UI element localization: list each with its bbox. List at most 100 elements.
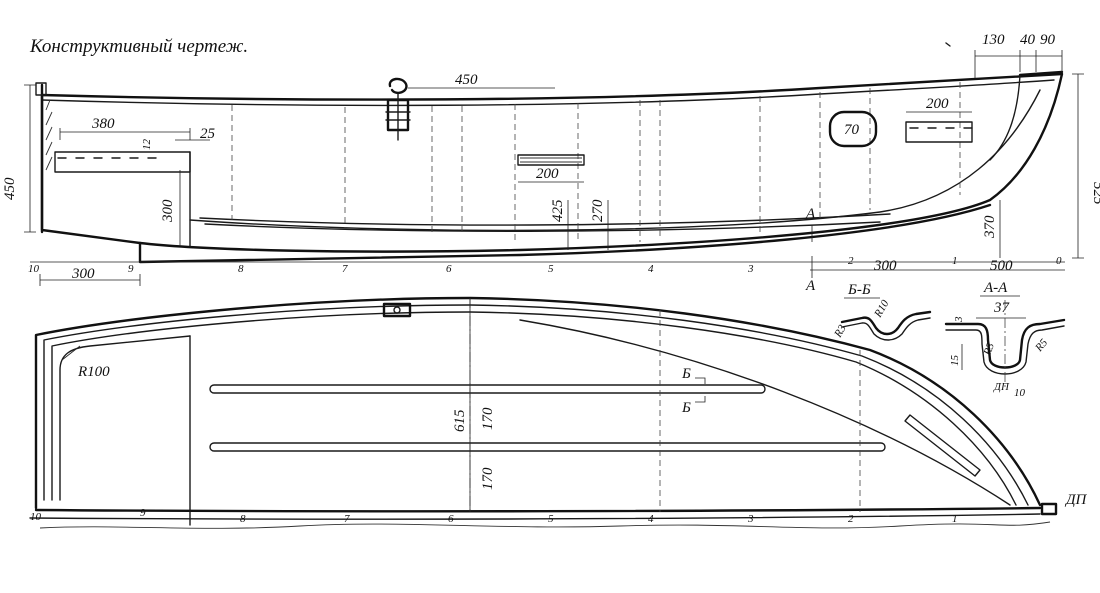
plan-dp-label: ДП bbox=[1064, 492, 1088, 508]
station-8-plan: 8 bbox=[240, 513, 246, 525]
dim-270: 270 bbox=[590, 199, 606, 222]
dim-300-bottom-right: 300 bbox=[873, 258, 897, 274]
stem-inner bbox=[989, 74, 1021, 161]
bow-locker-70 bbox=[828, 110, 878, 148]
section-bb-r10: R10 bbox=[872, 298, 892, 321]
dim-200-mid: 200 bbox=[536, 166, 559, 182]
mid-hatch-lines bbox=[520, 157, 582, 163]
plan-stem-tip bbox=[1040, 502, 1058, 516]
dim-615: 615 bbox=[452, 409, 468, 432]
station-0-side: 0 bbox=[1056, 255, 1062, 267]
spray-rail-lower bbox=[204, 221, 881, 232]
stern-seat bbox=[54, 151, 191, 173]
mid-hatch bbox=[517, 154, 585, 166]
sheer-inner-line bbox=[41, 79, 1055, 107]
ink-mark bbox=[945, 42, 951, 47]
station-1-side: 1 bbox=[952, 255, 958, 267]
station-10-plan: 10 bbox=[30, 511, 42, 523]
section-aa: А-А 37 3 R3 R5 15 ДП 10 bbox=[944, 280, 1066, 399]
plan-view: R100 615 170 170 Б Б ДП 10 9 8 7 6 5 4 3… bbox=[29, 296, 1088, 529]
dim-line-425-270 bbox=[567, 200, 609, 250]
dim-130: 130 bbox=[982, 32, 1005, 48]
station-2-side: 2 bbox=[848, 255, 854, 267]
station-3-side: 3 bbox=[747, 263, 754, 275]
section-aa-r3: R3 bbox=[981, 341, 997, 358]
plan-hull-outline bbox=[34, 296, 1042, 510]
station-7-side: 7 bbox=[342, 263, 348, 275]
bow-stiffener bbox=[904, 414, 981, 477]
dim-line-300-bl bbox=[39, 274, 141, 286]
stiffener-lower bbox=[209, 442, 886, 452]
section-mark-a-top: А bbox=[805, 206, 816, 222]
stem-top bbox=[1018, 70, 1064, 77]
side-frames bbox=[231, 82, 961, 242]
plan-keel-edge bbox=[29, 513, 1041, 520]
plan-centerline bbox=[34, 506, 1042, 513]
section-aa-3: 3 bbox=[953, 316, 965, 323]
stiffener-upper bbox=[209, 384, 766, 394]
section-aa-37: 37 bbox=[993, 300, 1011, 316]
section-mark-a-bottom: А bbox=[805, 278, 816, 294]
dim-line-stem bbox=[974, 50, 1063, 78]
dim-line-450-left bbox=[24, 84, 36, 233]
side-hull-outline bbox=[40, 72, 1064, 253]
dim-25: 25 bbox=[200, 126, 216, 142]
transom-cap bbox=[35, 82, 47, 96]
transom-hatch bbox=[45, 99, 53, 171]
station-4-side: 4 bbox=[648, 263, 654, 275]
section-aa-title: А-А bbox=[983, 280, 1008, 296]
station-6-side: 6 bbox=[446, 263, 452, 275]
dim-300-transom: 300 bbox=[160, 199, 176, 223]
plan-oarlock-plate bbox=[382, 302, 412, 318]
station-10-side: 10 bbox=[28, 263, 40, 275]
station-9-side: 9 bbox=[128, 263, 134, 275]
plan-frames bbox=[659, 310, 861, 512]
plan-oarlock-pin bbox=[393, 306, 401, 314]
chine-line bbox=[189, 89, 1041, 232]
dim-450-left: 450 bbox=[2, 177, 18, 200]
drawing-title: Конструктивный чертеж. bbox=[29, 36, 248, 57]
station-6-plan: 6 bbox=[448, 513, 454, 525]
section-bb: Б-Б R3 R10 bbox=[832, 282, 932, 341]
section-bb-r3: R3 bbox=[832, 322, 849, 340]
section-mark-b-top: Б bbox=[681, 366, 691, 382]
section-aa-r5: R5 bbox=[1032, 336, 1050, 354]
station-5-side: 5 bbox=[548, 263, 554, 275]
section-bb-profile-inner bbox=[841, 317, 931, 341]
station-9-plan: 9 bbox=[140, 507, 146, 519]
plan-bottom-boundary bbox=[519, 319, 1011, 506]
section-aa-dp: ДП bbox=[993, 381, 1010, 393]
dim-r100: R100 bbox=[77, 364, 110, 380]
station-2-plan: 2 bbox=[848, 513, 854, 525]
dim-380: 380 bbox=[91, 116, 115, 132]
plan-gunwale-inner bbox=[51, 311, 1017, 506]
station-4-plan: 4 bbox=[648, 513, 654, 525]
dim-170-upper: 170 bbox=[480, 407, 496, 430]
plan-wavy-edge bbox=[39, 521, 1051, 529]
dim-200-bow: 200 bbox=[926, 96, 949, 112]
station-1-plan: 1 bbox=[952, 513, 958, 525]
section-bb-profile bbox=[840, 310, 932, 336]
dim-line-380 bbox=[59, 128, 191, 140]
dim-40: 40 bbox=[1020, 32, 1036, 48]
section-b-arrows bbox=[695, 377, 706, 403]
dim-12: 12 bbox=[141, 139, 153, 151]
station-8-side: 8 bbox=[238, 263, 244, 275]
dim-170-lower: 170 bbox=[480, 467, 496, 490]
section-aa-15: 15 bbox=[949, 355, 961, 367]
station-7-plan: 7 bbox=[344, 513, 350, 525]
side-view: 450 380 25 12 450 300 200 425 270 70 200… bbox=[2, 32, 1100, 294]
bow-seat bbox=[905, 121, 973, 143]
dim-370: 370 bbox=[982, 215, 998, 239]
dim-425: 425 bbox=[550, 199, 566, 222]
plan-inwale bbox=[43, 304, 1029, 506]
station-3-plan: 3 bbox=[747, 513, 754, 525]
dim-70: 70 bbox=[844, 122, 860, 138]
dim-90: 90 bbox=[1040, 32, 1056, 48]
r100-leader bbox=[61, 345, 81, 361]
plan-transom-bend bbox=[59, 335, 191, 501]
dim-300-bottom-left: 300 bbox=[71, 266, 95, 282]
spray-rail-upper bbox=[199, 213, 891, 226]
